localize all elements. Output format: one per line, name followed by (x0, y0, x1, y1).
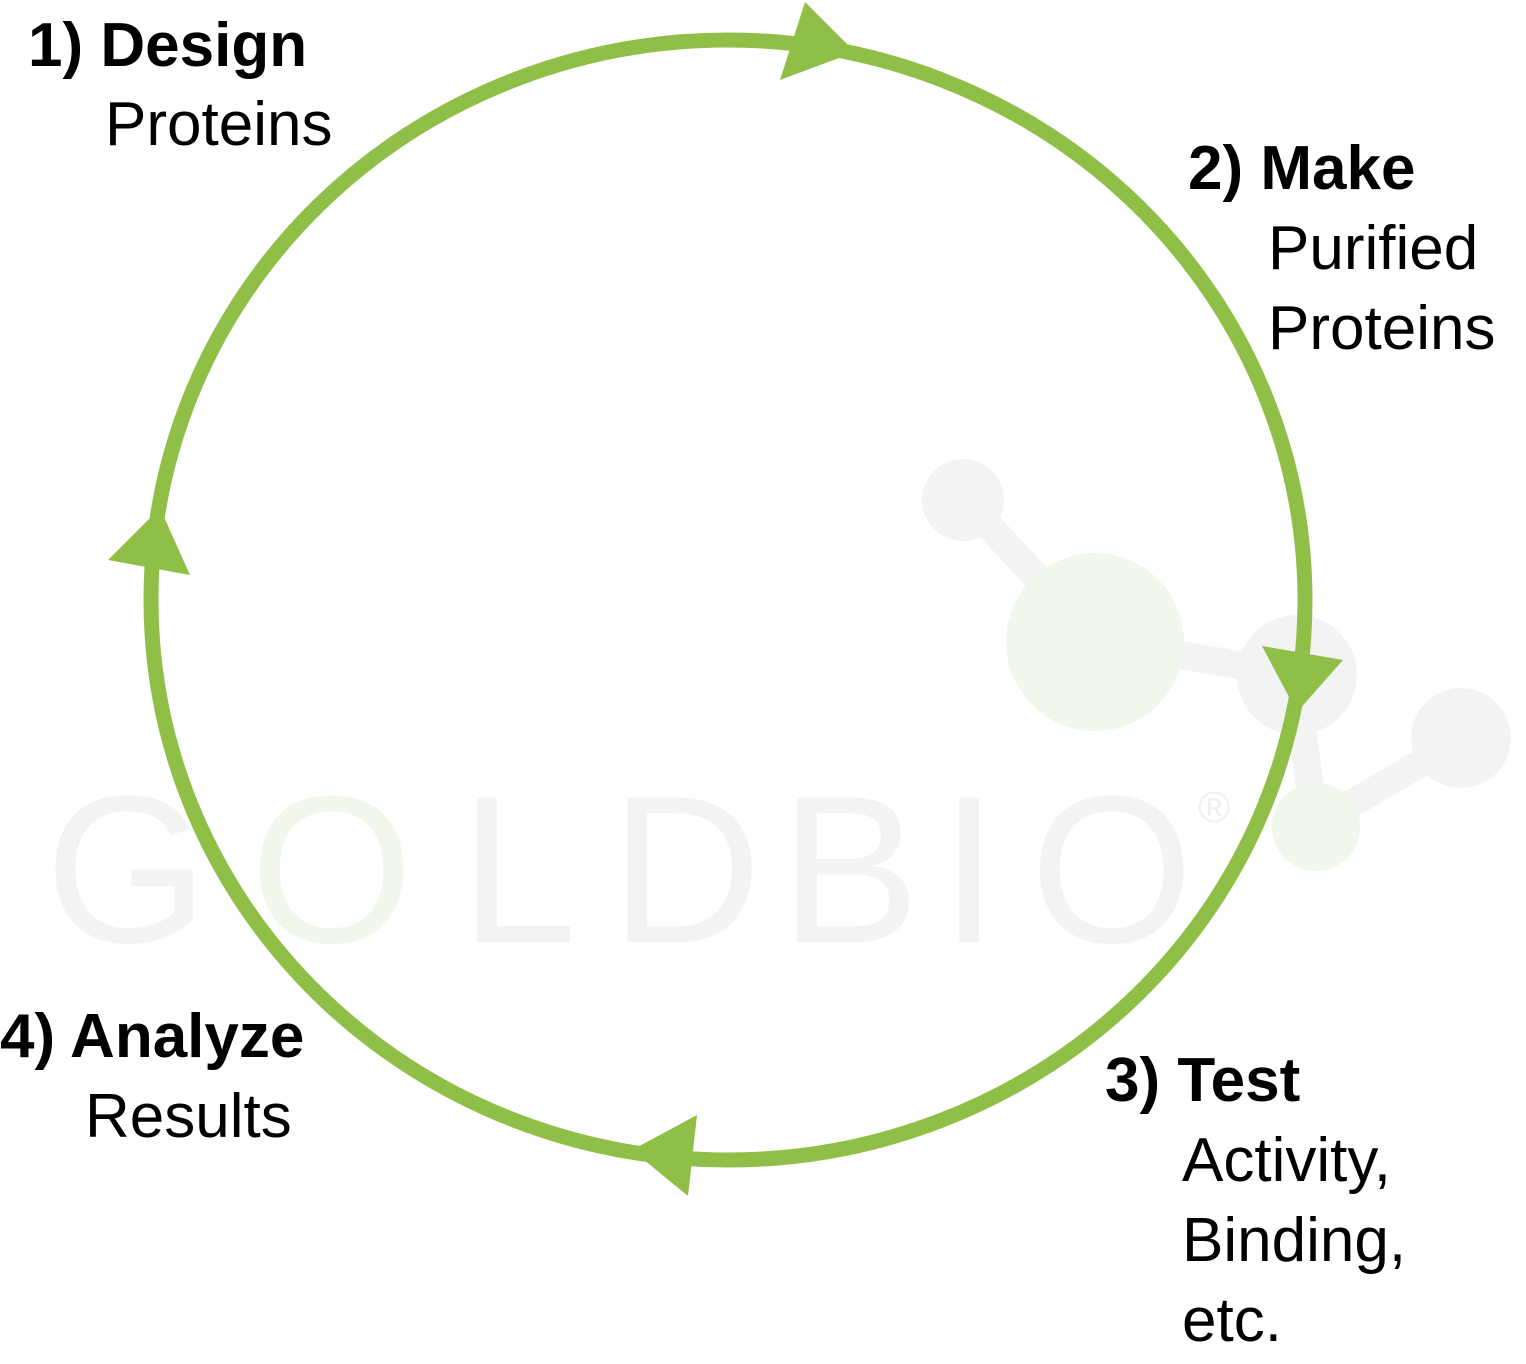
arrowhead-down-icon (1262, 646, 1343, 712)
step-4-detail: Results (85, 1082, 292, 1151)
step-3-detail: Activity, (1182, 1126, 1391, 1195)
watermark-letter: D (610, 752, 762, 987)
arrowhead-right-icon (780, 2, 855, 80)
step-2-detail: Proteins (1268, 294, 1496, 363)
watermark-letter: L (460, 752, 577, 987)
step-1-detail: Proteins (105, 90, 333, 159)
step-1-title: 1) Design (28, 11, 308, 80)
step-2-title: 2) Make (1188, 134, 1416, 203)
molecule-atom (1006, 553, 1184, 731)
cycle-ring (143, 32, 1313, 1168)
registered-mark: ® (1198, 783, 1230, 832)
arrowhead-up-icon (108, 508, 190, 575)
arrowhead-left-icon (632, 1115, 697, 1196)
molecule-atom (922, 459, 1004, 541)
watermark-letter: O (1030, 752, 1193, 987)
molecule-atom (1411, 688, 1511, 788)
step-4-title: 4) Analyze (0, 1002, 305, 1071)
step-3-detail: Binding, (1182, 1206, 1407, 1275)
step-2-detail: Purified (1268, 214, 1479, 283)
step-3-detail: etc. (1182, 1286, 1282, 1355)
step-3-title: 3) Test (1105, 1046, 1301, 1115)
watermark-letter: B (780, 752, 920, 987)
molecule-atom (1272, 783, 1360, 871)
watermark-letter: I (940, 752, 998, 987)
